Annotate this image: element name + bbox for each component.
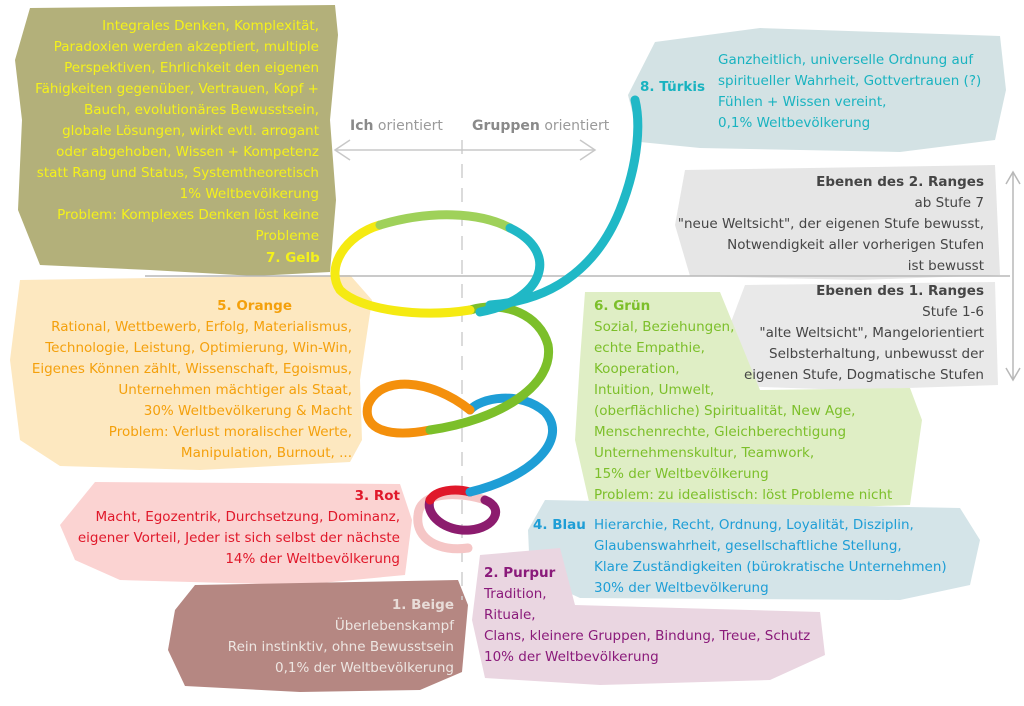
tuerkis-title: 8. Türkis — [640, 79, 706, 95]
gelb-line: 1% Weltbevölkerung — [179, 186, 319, 202]
rot-text: 3. Rot Macht, Egozentrik, Durchsetzung, … — [60, 486, 400, 570]
purpur-blob — [472, 548, 825, 685]
tuerkis-line: Fühlen + Wissen vereint, — [718, 94, 887, 110]
left-arrow-icon — [333, 139, 465, 161]
beige-text: 1. Beige Überlebenskampf Rein instinktiv… — [184, 595, 454, 679]
ich-rest-label: orientiert — [373, 118, 443, 134]
orange-line: Rational, Wettbewerb, Erfolg, Materialis… — [51, 319, 352, 335]
tuerkis-blob — [628, 28, 1006, 152]
rot-line: Macht, Egozentrik, Durchsetzung, Dominan… — [95, 509, 400, 525]
gruen-line: Unternehmenskultur, Teamwork, — [594, 445, 815, 461]
gruen-line: Sozial, Beziehungen, — [594, 319, 735, 335]
ranges1-line: Selbsterhaltung, unbewusst der — [769, 346, 984, 362]
ranges1-line: eigenen Stufe, Dogmatische Stufen — [743, 367, 984, 383]
gruppen-orientiert-label: Gruppen orientiert — [472, 118, 609, 134]
gelb-line: Problem: Komplexes Denken löst keine — [57, 207, 319, 223]
gelb-line: Integrales Denken, Komplexität, — [102, 18, 319, 34]
beige-line: 0,1% der Weltbevölkerung — [275, 660, 454, 676]
ranges2-line: Notwendigkeit aller vorherigen Stufen — [727, 237, 984, 253]
gelb-line: oder abgehoben, Wissen + Kompetenz — [56, 144, 319, 160]
beige-line: Überlebenskampf — [334, 618, 454, 634]
blau-line: Klare Zuständigkeiten (bürokratische Unt… — [594, 559, 947, 575]
tuerkis-line: spiritueller Wahrheit, Gottvertrauen (?) — [718, 73, 982, 89]
blau-line: Hierarchie, Recht, Ordnung, Loyalität, D… — [594, 517, 914, 533]
ranges1-line: Stufe 1-6 — [922, 304, 984, 320]
gruen-line: echte Empathie, — [594, 340, 705, 356]
rot-blob — [60, 482, 412, 585]
ranges2-title: Ebenen des 2. Ranges — [816, 174, 984, 190]
gelb-title: 7. Gelb — [266, 250, 320, 266]
rot-line: 14% der Weltbevölkerung — [225, 551, 400, 567]
ranges1-title: Ebenen des 1. Ranges — [816, 283, 984, 299]
blau-blob — [528, 500, 980, 600]
gelb-blob — [15, 5, 338, 276]
purpur-line: Rituale, — [484, 607, 536, 623]
gelb-line: Probleme — [255, 228, 320, 244]
spiral-graphic — [330, 95, 643, 554]
ranges2-blob — [675, 165, 1000, 280]
gelb-line: Bauch, evolutionäres Bewusstsein, — [84, 102, 319, 118]
gruen-blob — [575, 292, 922, 510]
gruen-text: 6. Grün Sozial, Beziehungen, echte Empat… — [594, 296, 914, 506]
gruppen-rest-label: orientiert — [539, 118, 610, 134]
tuerkis-line: 0,1% Weltbevölkerung — [718, 115, 871, 131]
blau-text: Hierarchie, Recht, Ordnung, Loyalität, D… — [594, 515, 974, 599]
gelb-line: Perspektiven, Ehrlichkeit den eigenen — [64, 60, 319, 76]
gruen-line: Kooperation, — [594, 361, 680, 377]
gruen-title: 6. Grün — [594, 298, 651, 314]
gelb-line: Fähigkeiten gegenüber, Vertrauen, Kopf + — [35, 81, 319, 97]
orange-line: Eigenes Können zählt, Wissenschaft, Egoi… — [31, 361, 352, 377]
beige-title: 1. Beige — [391, 597, 454, 613]
right-arrow-icon — [465, 139, 597, 161]
purpur-text: 2. Purpur Tradition, Rituale, Clans, kle… — [484, 563, 824, 668]
purpur-line: 10% der Weltbevölkerung — [484, 649, 659, 665]
gelb-line: Paradoxien werden akzeptiert, multiple — [53, 39, 319, 55]
tuerkis-text: Ganzheitlich, universelle Ordnung auf sp… — [718, 50, 1008, 134]
rot-title: 3. Rot — [354, 488, 400, 504]
gruen-line: 15% der Weltbevölkerung — [594, 466, 769, 482]
blau-title: 4. Blau — [533, 517, 586, 533]
orange-line: Technologie, Leistung, Optimierung, Win-… — [45, 340, 352, 356]
gelb-line: globale Lösungen, wirkt evtl. arrogant — [62, 123, 319, 139]
gruen-line: (oberflächliche) Spiritualität, New Age, — [594, 403, 856, 419]
ranges1-text: Ebenen des 1. Ranges Stufe 1-6 "alte Wel… — [684, 281, 984, 386]
ich-label: Ich — [350, 118, 374, 134]
purpur-title: 2. Purpur — [484, 565, 556, 581]
ranges2-line: ist bewusst — [907, 258, 984, 274]
ranges1-blob — [728, 282, 998, 390]
purpur-line: Clans, kleinere Gruppen, Bindung, Treue,… — [484, 628, 811, 644]
blau-line: 30% der Weltbevölkerung — [594, 580, 769, 596]
ranges1-line: "alte Weltsicht", Mangelorientiert — [759, 325, 984, 341]
blau-line: Glaubenswahrheit, gesellschaftliche Stel… — [594, 538, 902, 554]
orange-line: Problem: Verlust moralischer Werte, — [108, 424, 352, 440]
beige-line: Rein instinktiv, ohne Bewusstsein — [227, 639, 454, 655]
ranges2-text: Ebenen des 2. Ranges ab Stufe 7 "neue We… — [654, 172, 984, 277]
rot-line: eigener Vorteil, Jeder ist sich selbst d… — [77, 530, 400, 546]
orange-text: 5. Orange Rational, Wettbewerb, Erfolg, … — [12, 296, 352, 464]
purpur-line: Tradition, — [484, 586, 547, 602]
orange-line: Manipulation, Burnout, ... — [180, 445, 352, 461]
gruen-line: Problem: zu idealistisch: löst Probleme … — [594, 487, 893, 503]
orange-title: 5. Orange — [217, 298, 292, 314]
ranges2-line: "neue Weltsicht", der eigenen Stufe bewu… — [677, 216, 984, 232]
orange-line: 30% Weltbevölkerung & Macht — [143, 403, 352, 419]
vertical-arrow-icon — [1005, 170, 1021, 382]
beige-blob — [168, 580, 468, 692]
orange-line: Unternehmen mächtiger als Staat, — [118, 382, 352, 398]
gruen-line: Intuition, Umwelt, — [594, 382, 715, 398]
tuerkis-line: Ganzheitlich, universelle Ordnung auf — [718, 52, 974, 68]
gruppen-label: Gruppen — [472, 118, 540, 134]
ranges2-line: ab Stufe 7 — [914, 195, 985, 211]
gruen-line: Menschenrechte, Gleichberechtigung — [594, 424, 847, 440]
orange-blob — [10, 275, 372, 470]
ich-orientiert-label: Ich orientiert — [350, 118, 443, 134]
gelb-text: Integrales Denken, Komplexität, Paradoxi… — [0, 16, 319, 247]
gelb-line: statt Rang und Status, Systemtheoretisch — [36, 165, 319, 181]
